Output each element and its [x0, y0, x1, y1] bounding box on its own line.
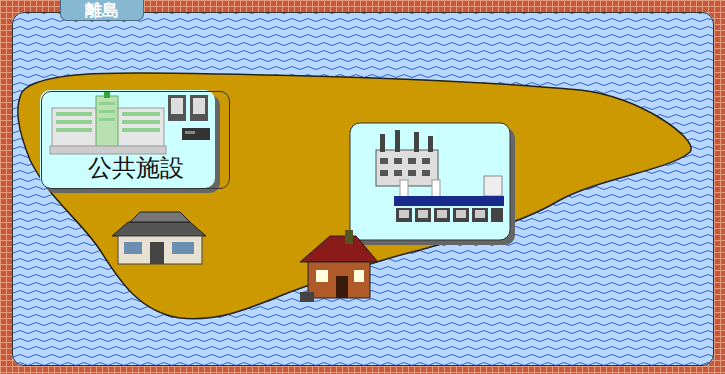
- factory-illustration: [376, 130, 504, 222]
- factory-box: [350, 123, 510, 240]
- region-tab: 離島: [60, 0, 144, 21]
- house: [300, 230, 378, 302]
- facility-label: 公共施設: [42, 154, 229, 182]
- house: [112, 212, 206, 264]
- public-building: [50, 92, 210, 154]
- island-region: 離島公共施設: [12, 12, 714, 366]
- sea: [12, 12, 714, 366]
- facility-box: 公共施設: [41, 91, 230, 189]
- island: [18, 73, 691, 319]
